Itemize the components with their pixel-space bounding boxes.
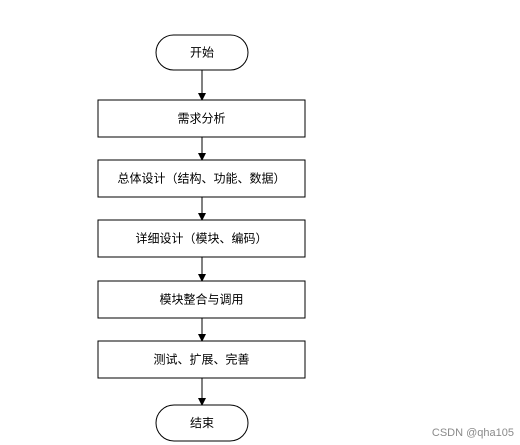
step-detailed-design-label: 详细设计（模块、编码）	[135, 231, 267, 246]
step-detailed-design	[97, 219, 306, 258]
step-testing-extension	[97, 340, 306, 379]
csdn-watermark: CSDN @qha105	[431, 427, 514, 439]
step-testing-extension-label: 测试、扩展、完善	[153, 352, 249, 367]
end-label: 结束	[190, 416, 214, 430]
start-label: 开始	[190, 46, 214, 60]
step-module-integration-label: 模块整合与调用	[159, 292, 243, 307]
step-requirements-analysis-label: 需求分析	[177, 112, 225, 126]
step-requirements-analysis	[97, 99, 306, 138]
step-overall-design-label: 总体设计（结构、功能、数据）	[117, 171, 285, 186]
end-terminal	[155, 404, 249, 442]
step-module-integration	[97, 280, 306, 319]
